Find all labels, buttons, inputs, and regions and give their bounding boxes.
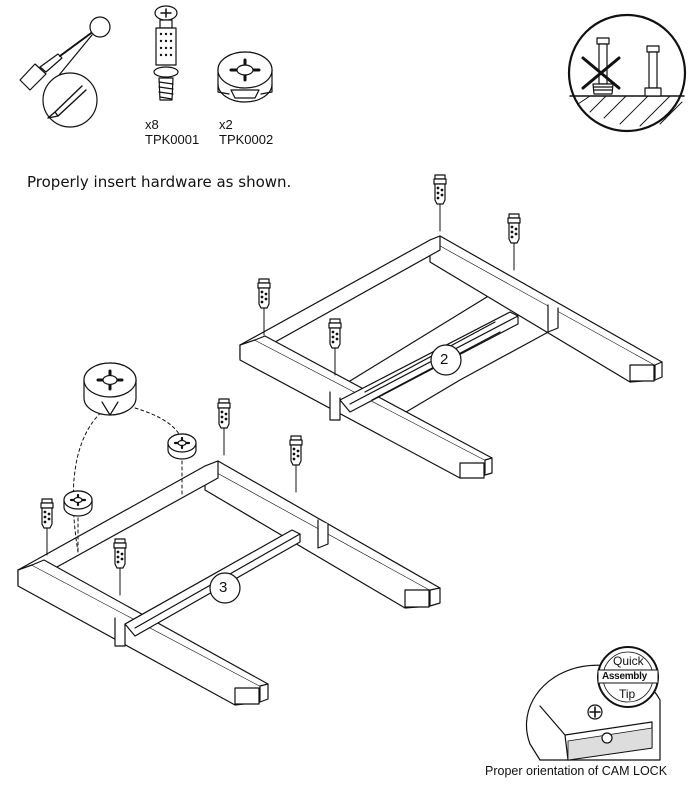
bolt-frame3-b <box>289 435 303 493</box>
bolt-frame3-c <box>40 498 54 556</box>
screwdriver-icon <box>19 16 111 128</box>
bolt-qty: x8 <box>145 117 159 132</box>
frame-2 <box>239 235 663 479</box>
bolt-frame2-b <box>507 213 521 271</box>
step-2-circle <box>430 344 462 376</box>
cam-bolt-icon <box>153 5 179 101</box>
bolt-frame2-a <box>433 174 447 232</box>
step-number-3: 3 <box>219 579 228 596</box>
tip-badge-line2: Assembly <box>602 671 647 682</box>
hardware-cam-label: x2 TPK0002 <box>219 117 273 147</box>
tip-badge-line3: Tip <box>619 687 636 701</box>
bolt-frame2-d <box>328 318 342 376</box>
cam-lock-frame3-left <box>62 489 94 518</box>
step-number-2: 2 <box>440 351 449 368</box>
cam-lock-icon <box>217 51 273 103</box>
cam-lock-enlarged-icon <box>83 362 137 416</box>
bolt-frame3-d <box>113 538 127 596</box>
cam-lock-frame3-right <box>166 432 198 461</box>
bolt-frame3-a <box>217 398 231 456</box>
bolt-frame2-c <box>257 278 271 336</box>
hardware-bolt-label: x8 TPK0001 <box>145 117 199 147</box>
instruction-text: Properly insert hardware as shown. <box>27 173 292 191</box>
no-overtighten-warning-icon <box>567 13 687 133</box>
quick-assembly-tip-badge <box>597 646 659 708</box>
tip-badge-line1: Quick <box>613 654 644 668</box>
bolt-part-number: TPK0001 <box>145 132 200 147</box>
cam-qty: x2 <box>219 117 233 132</box>
step-3-circle <box>209 572 241 604</box>
tip-caption: Proper orientation of CAM LOCK <box>485 764 668 778</box>
cam-part-number: TPK0002 <box>219 132 274 147</box>
